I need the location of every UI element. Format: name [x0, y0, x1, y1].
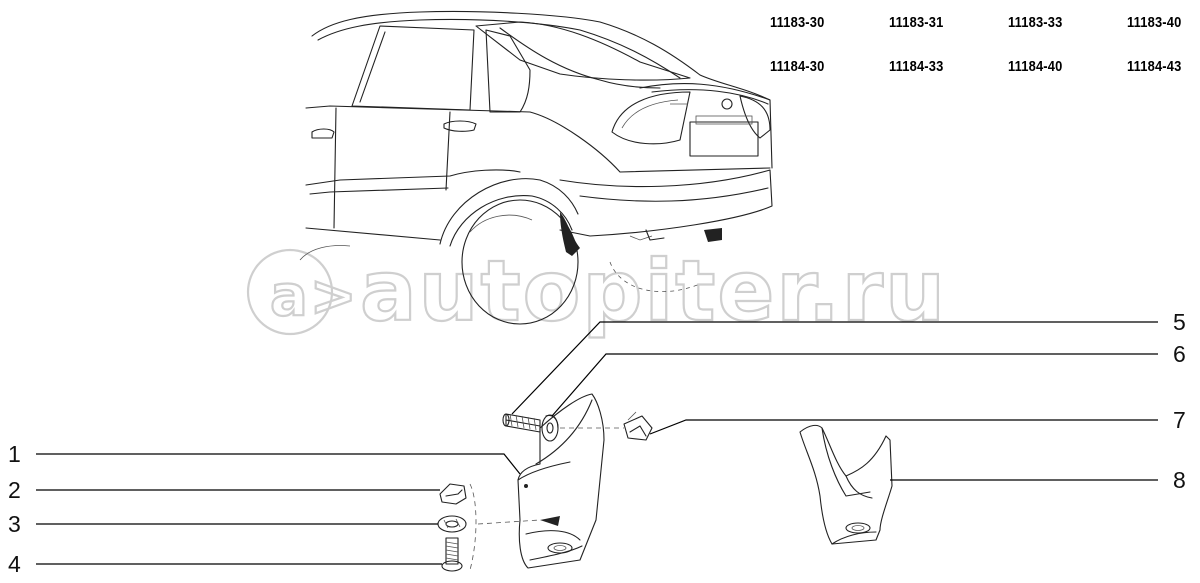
callout-7: 7: [1173, 407, 1186, 433]
leader-lines: [36, 321, 1158, 565]
callout-4: 4: [8, 551, 21, 577]
callout-3: 3: [8, 511, 21, 537]
leader-line-6: [551, 353, 1158, 417]
model-codes-row-2: 11184-30 11184-33 11184-40 11184-43: [770, 58, 1190, 102]
callout-labels: 1 2 3 4 5 6 7 8: [8, 309, 1186, 577]
model-code: 11184-33: [888, 58, 944, 75]
model-code: 11183-30: [770, 14, 825, 31]
nut-part-2: [439, 483, 467, 505]
callout-8: 8: [1173, 467, 1186, 493]
watermark-logo-glyph: a>: [270, 264, 359, 329]
watermark: a> autopiter.ru: [246, 241, 947, 341]
screw-part-5: [502, 413, 541, 433]
leader-line-1: [36, 453, 521, 475]
model-code: 11183-40: [1126, 14, 1182, 31]
clip-nut-part-7: [623, 411, 653, 441]
callout-1: 1: [8, 441, 21, 467]
model-code: 11184-30: [770, 58, 825, 75]
washer-part-6: [541, 414, 559, 442]
model-codes-table: 11183-30 11183-31 11183-33 11183-40 1118…: [770, 14, 1190, 102]
leader-line-5: [511, 321, 1158, 415]
watermark-text: autopiter.ru: [360, 242, 947, 340]
callout-5: 5: [1173, 309, 1186, 335]
mud-flap-part-8: [799, 424, 893, 545]
car-rear-illustration: [299, 10, 773, 325]
mud-flap-part-1: [517, 393, 605, 569]
bolt-part-4: [441, 537, 463, 572]
model-code: 11184-40: [1007, 58, 1063, 75]
model-code: 11183-31: [888, 14, 944, 31]
model-codes-row-1: 11183-30 11183-31 11183-33 11183-40: [770, 14, 1190, 58]
callout-2: 2: [8, 477, 21, 503]
callout-6: 6: [1173, 341, 1186, 367]
model-code: 11184-43: [1126, 58, 1182, 75]
model-code: 11183-33: [1007, 14, 1063, 31]
leader-line-7: [649, 419, 1158, 435]
watermark-logo-icon: [246, 248, 334, 336]
washer-part-3: [437, 515, 467, 533]
